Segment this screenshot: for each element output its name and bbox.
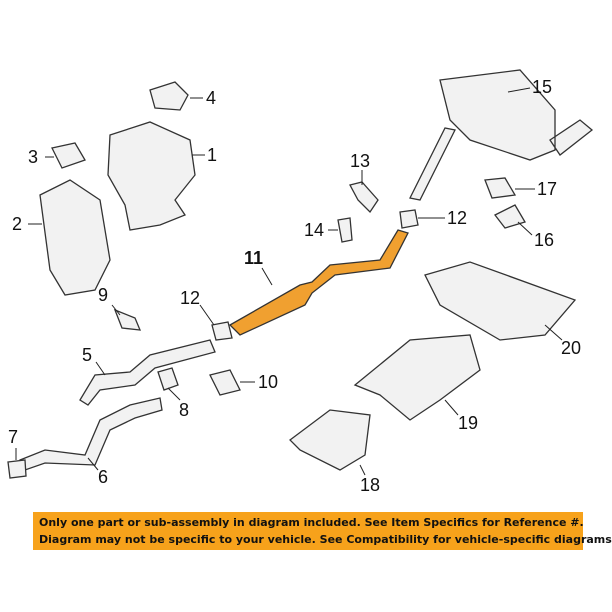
part-9-sensor	[113, 308, 142, 331]
callout-8: 8	[179, 400, 189, 420]
part-6-pipe	[19, 397, 163, 471]
callout-2: 2	[12, 214, 22, 234]
part-15-muffler	[409, 69, 594, 201]
callout-1: 1	[207, 145, 217, 165]
callout-16: 16	[534, 230, 554, 250]
part-1-converter	[107, 121, 196, 231]
callout-19: 19	[458, 413, 478, 433]
part-3-gasket	[51, 142, 86, 169]
disclaimer-line-2: Diagram may not be specific to your vehi…	[39, 533, 612, 546]
callout-9: 9	[98, 285, 108, 305]
leader-lines	[15, 87, 563, 476]
part-4-bracket	[149, 81, 189, 111]
part-18-heat-shield	[289, 409, 371, 471]
disclaimer-banner: Only one part or sub-assembly in diagram…	[33, 512, 612, 550]
part-12-clamp-left	[211, 321, 233, 341]
callout-17: 17	[537, 179, 557, 199]
callout-13: 13	[350, 151, 370, 171]
part-17-hanger	[484, 177, 517, 199]
callout-6: 6	[98, 467, 108, 487]
part-13-bracket	[349, 181, 379, 214]
callout-11: 11	[244, 248, 263, 268]
part-8-gasket	[157, 367, 179, 391]
part-14-bolt	[337, 217, 353, 243]
callout-14: 14	[304, 220, 324, 240]
callout-20: 20	[561, 338, 581, 358]
part-11-muffler	[228, 229, 409, 336]
callout-12-left: 12	[180, 288, 200, 308]
callout-12-right: 12	[447, 208, 467, 228]
callout-numbers: 1 2 3 4 5 6 7 8 9 10 11 12 12 13 14 15 1…	[8, 77, 581, 495]
part-12-clamp-right	[399, 209, 419, 229]
disclaimer-line-1: Only one part or sub-assembly in diagram…	[39, 516, 584, 529]
part-7-gasket	[7, 459, 27, 479]
part-2-converter	[39, 179, 111, 296]
callout-5: 5	[82, 345, 92, 365]
callout-15: 15	[532, 77, 552, 97]
part-5-pipe	[79, 339, 216, 406]
part-20-heat-shield	[424, 261, 577, 341]
part-19-heat-shield	[353, 334, 481, 421]
part-16-bracket	[494, 204, 526, 229]
callout-18: 18	[360, 475, 380, 495]
callout-7: 7	[8, 427, 18, 447]
callout-4: 4	[206, 88, 216, 108]
callout-10: 10	[258, 372, 278, 392]
part-10-hanger	[209, 369, 241, 396]
callout-3: 3	[28, 147, 38, 167]
